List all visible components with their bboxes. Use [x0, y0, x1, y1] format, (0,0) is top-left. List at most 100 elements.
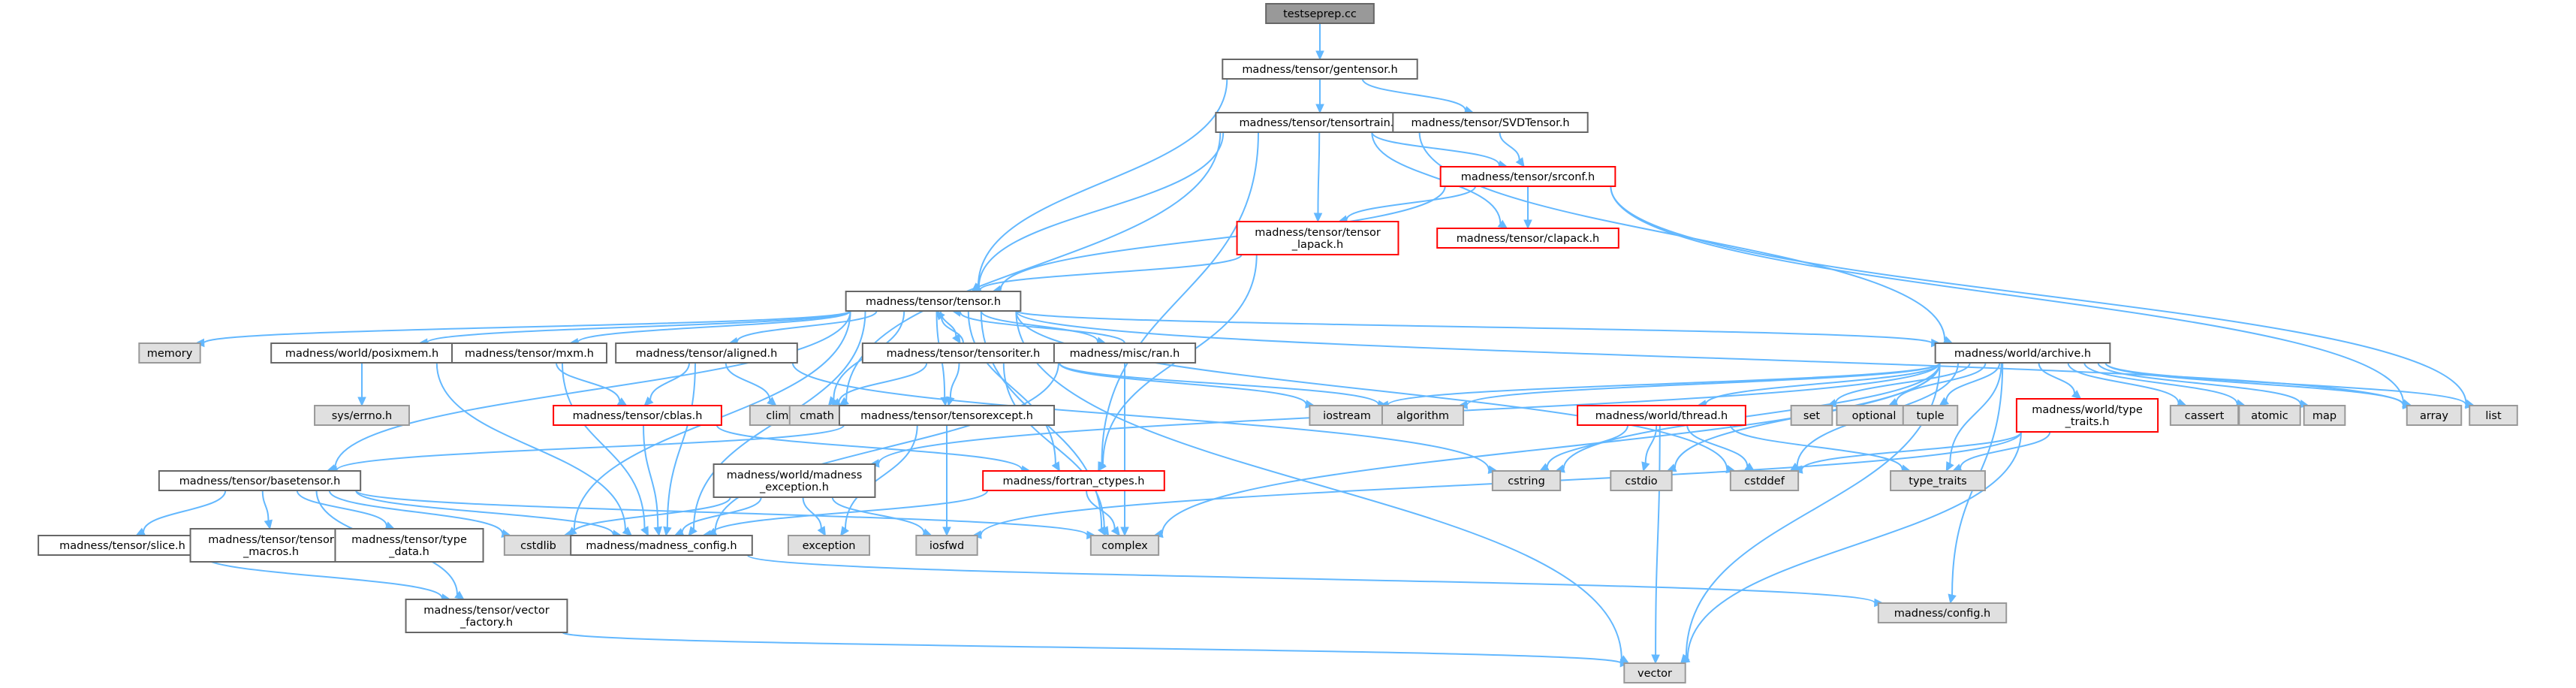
node-label: madness/tensor/tensor.h [866, 296, 1001, 308]
node-box [1623, 662, 1686, 683]
edge-line [1686, 431, 2022, 659]
edge-fortran-to-complex [1086, 490, 1120, 536]
node-madexcept[interactable]: madness/world/madness_exception.h [713, 463, 876, 498]
node-cstdio[interactable]: cstdio [1610, 470, 1673, 491]
edge-line [355, 490, 614, 535]
node-type-data[interactable]: madness/tensor/type_data.h [334, 528, 484, 563]
node-cassert[interactable]: cassert [2169, 405, 2240, 426]
edge-line [977, 78, 1228, 286]
arrowhead [622, 527, 633, 536]
edge-cblas-to-madness-config [643, 424, 662, 537]
edge-gentensor-to-tensortrain [1315, 79, 1324, 114]
edge-line [1002, 362, 1105, 529]
edge-line [716, 424, 1023, 470]
node-box [1491, 470, 1562, 491]
node-exception[interactable]: exception [787, 535, 871, 556]
node-map[interactable]: map [2303, 405, 2346, 426]
edge-line [649, 362, 690, 400]
node-tuple[interactable]: tuple [1902, 405, 1959, 426]
node-ran[interactable]: madness/misc/ran.h [1053, 342, 1197, 364]
node-vector[interactable]: vector [1623, 662, 1686, 683]
edge-line [355, 490, 1088, 536]
node-cmath[interactable]: cmath [788, 405, 845, 426]
node-atomic[interactable]: atomic [2238, 405, 2301, 426]
arrowhead [1110, 526, 1120, 536]
node-box [1436, 228, 1619, 249]
edge-srconf-to-list [1610, 186, 2475, 408]
node-algorithm[interactable]: algorithm [1381, 405, 1465, 426]
edge-line [1058, 362, 1307, 405]
edge-line [838, 362, 928, 403]
node-cstring[interactable]: cstring [1491, 470, 1562, 491]
node-aligned[interactable]: madness/tensor/aligned.h [615, 342, 798, 364]
node-posixmem[interactable]: madness/world/posixmem.h [270, 342, 453, 364]
node-list[interactable]: list [2469, 405, 2518, 426]
node-box [713, 463, 876, 498]
node-box [1890, 470, 1986, 491]
node-type-traits-h[interactable]: madness/world/type_traits.h [2015, 398, 2159, 433]
node-box [1577, 405, 1746, 426]
node-testseprep[interactable]: testseprep.cc [1265, 3, 1375, 24]
edge-line [1960, 431, 2051, 469]
node-slice[interactable]: madness/tensor/slice.h [38, 535, 207, 556]
node-box [1215, 112, 1425, 133]
node-clapack[interactable]: madness/tensor/clapack.h [1436, 228, 1619, 249]
node-label: tuple [1916, 410, 1944, 422]
node-box [615, 342, 798, 364]
node-config[interactable]: madness/config.h [1877, 602, 2008, 623]
node-complex[interactable]: complex [1089, 535, 1160, 556]
arrowhead [839, 397, 849, 406]
arrowhead [640, 526, 649, 537]
arrowhead [1315, 50, 1324, 61]
arrowhead [952, 333, 961, 345]
node-label: testseprep.cc [1283, 8, 1357, 20]
node-basetensor[interactable]: madness/tensor/basetensor.h [158, 470, 362, 491]
node-label: cassert [2185, 410, 2225, 422]
edge-tensorexcept-to-exception [840, 424, 918, 536]
node-iostream[interactable]: iostream [1309, 405, 1385, 426]
edge-line [791, 362, 1490, 470]
node-optional[interactable]: optional [1836, 405, 1912, 426]
node-archive[interactable]: madness/world/archive.h [1934, 342, 2111, 364]
node-label: exception [803, 540, 856, 552]
node-madness-config[interactable]: madness/madness_config.h [570, 535, 753, 556]
node-tensor[interactable]: madness/tensor/tensor.h [845, 291, 1022, 312]
node-svdtensor[interactable]: madness/tensor/SVDTensor.h [1392, 112, 1589, 133]
node-array[interactable]: array [2406, 405, 2463, 426]
node-box [915, 535, 978, 556]
node-label: madness/tensor/tensor [208, 534, 334, 546]
node-mxm[interactable]: madness/tensor/mxm.h [451, 342, 607, 364]
node-thread[interactable]: madness/world/thread.h [1577, 405, 1746, 426]
node-iosfwd[interactable]: iosfwd [915, 535, 978, 556]
node-cstddef[interactable]: cstddef [1729, 470, 1800, 491]
node-type-traits[interactable]: type_traits [1890, 470, 1986, 491]
node-box [2303, 405, 2346, 426]
node-set[interactable]: set [1790, 405, 1833, 426]
edge-ran-to-complex [1120, 362, 1129, 537]
edge-aligned-to-cblas [643, 362, 690, 406]
node-vector-factory[interactable]: madness/tensor/vector_factory.h [405, 599, 568, 633]
edge-archive-to-type-traits-h [2038, 362, 2082, 400]
node-errno[interactable]: sys/errno.h [314, 405, 410, 426]
node-cblas[interactable]: madness/tensor/cblas.h [553, 405, 722, 426]
node-srconf[interactable]: madness/tensor/srconf.h [1439, 166, 1616, 187]
node-tensoriter[interactable]: madness/tensor/tensoriter.h [861, 342, 1065, 364]
node-memory[interactable]: memory [138, 342, 201, 364]
node-tensortrain[interactable]: madness/tensor/tensortrain.h [1215, 112, 1425, 133]
node-tensor-macros[interactable]: madness/tensor/tensor_macros.h [189, 528, 353, 563]
edge-line [980, 310, 1098, 342]
node-gentensor[interactable]: madness/tensor/gentensor.h [1222, 59, 1418, 80]
edge-line [746, 554, 1876, 604]
node-cstdlib[interactable]: cstdlib [503, 535, 574, 556]
edge-line [562, 632, 1622, 664]
node-fortran[interactable]: madness/fortran_ctypes.h [982, 470, 1165, 491]
node-label: madness/world/posixmem.h [285, 348, 438, 360]
edge-line [1610, 186, 2467, 404]
node-tensor-lapack[interactable]: madness/tensor/tensor_lapack.h [1236, 221, 1399, 255]
arrowhead [454, 590, 465, 600]
edge-line [1086, 490, 1116, 530]
edge-srconf-to-array [1610, 186, 2412, 408]
edge-tensortrain-to-tensor [971, 131, 1225, 292]
node-tensorexcept[interactable]: madness/tensor/tensorexcept.h [838, 405, 1056, 426]
